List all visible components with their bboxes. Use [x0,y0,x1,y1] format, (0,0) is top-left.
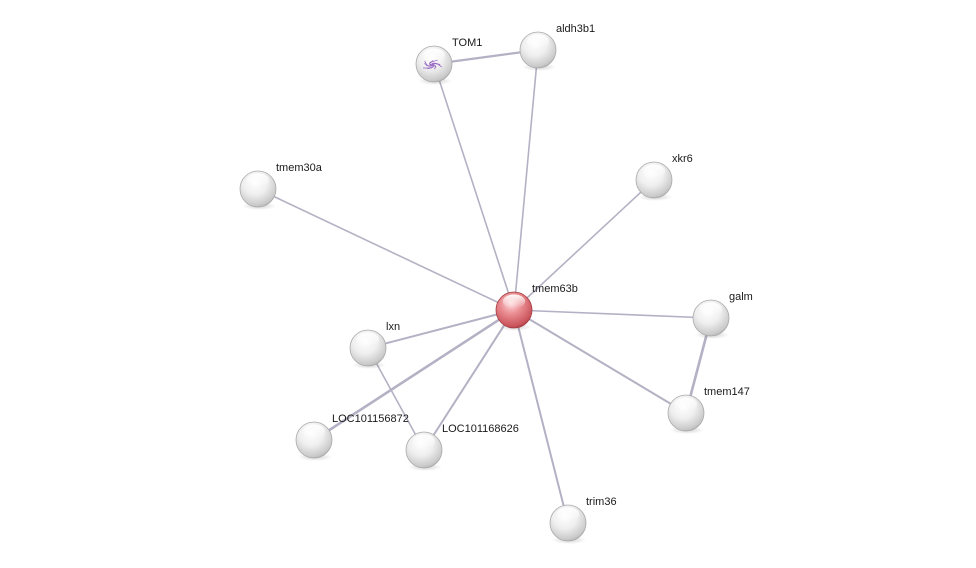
protein-structure-strand [431,64,436,70]
edge-tmem63b-aldh3b1 [513,49,539,311]
node-gloss [526,34,550,49]
edge-tmem63b-galm [513,309,712,319]
edge-tmem63b-trim36 [513,309,569,524]
edge-tmem63b-LOC101156872 [312,308,516,442]
node-gloss [302,424,326,439]
node-gloss [246,173,270,188]
node-gloss [422,48,446,63]
edge-tmem63b-tmem147 [513,309,687,414]
node-gloss [699,302,723,317]
node-label-tmem147: tmem147 [704,386,750,398]
node-label-loc101168626: LOC101168626 [442,423,519,435]
node-label-tmem30a: tmem30a [276,162,323,174]
node-loc101168626[interactable]: LOC101168626 [405,423,519,471]
nodes-layer: tmem63b TOM1 aldh3b1 tmem30a xkr6 galm lxn tmem… [239,23,753,544]
node-gloss [556,507,580,522]
node-trim36[interactable]: trim36 [549,496,617,544]
edge-tmem63b-xkr6 [513,179,655,311]
node-label-lxn: lxn [386,321,400,333]
node-tom1[interactable]: TOM1 [415,37,482,85]
node-loc101156872[interactable]: LOC101156872 [295,413,409,461]
node-label-xkr6: xkr6 [672,153,693,165]
node-gloss [642,164,666,179]
node-gloss [356,332,380,347]
node-gloss [674,397,698,412]
node-lxn[interactable]: lxn [349,321,400,369]
node-label-galm: galm [729,291,753,303]
edge-tmem63b-TOM1 [433,63,515,311]
node-label-tmem63b: tmem63b [532,283,578,295]
node-aldh3b1[interactable]: aldh3b1 [519,23,595,71]
node-label-loc101156872: LOC101156872 [332,413,409,425]
node-xkr6[interactable]: xkr6 [635,153,693,201]
node-tmem30a[interactable]: tmem30a [239,162,323,210]
node-label-trim36: trim36 [586,496,617,508]
node-gloss [502,294,526,309]
edge-tmem63b-LOC101168626 [423,309,515,451]
node-label-aldh3b1: aldh3b1 [556,23,595,35]
edge-tmem63b-lxn [367,309,515,349]
node-gloss [412,434,436,449]
node-galm[interactable]: galm [692,291,753,339]
edge-tmem63b-tmem30a [257,188,515,311]
protein-structure-strand [423,64,434,69]
node-label-tom1: TOM1 [452,37,482,49]
node-tmem147[interactable]: tmem147 [667,386,750,434]
node-tmem63b[interactable]: tmem63b [495,283,578,331]
